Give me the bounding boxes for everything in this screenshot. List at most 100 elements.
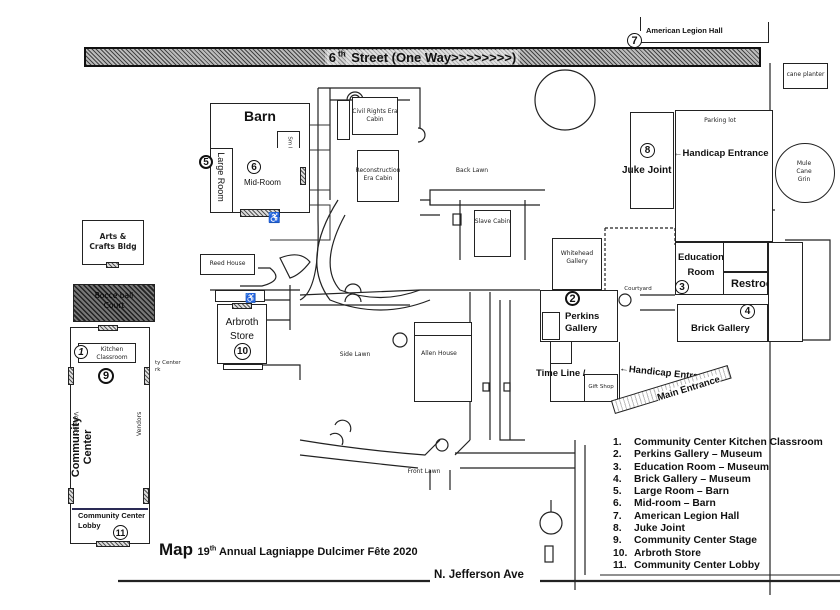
parking-lot[interactable] [675,110,773,242]
legend-number: 1. [613,437,622,448]
restroom-block [723,242,768,272]
cane-label: Cane [796,167,812,175]
slave-cabin[interactable] [474,210,511,257]
arts-crafts-line2: Crafts Bldg [89,241,137,251]
barn-large-room[interactable] [210,148,233,213]
reconstruction-era-cabin[interactable] [357,150,399,202]
juke-joint[interactable] [630,112,674,209]
location-number-9: 9 [98,368,114,384]
legend-number: 5. [613,486,622,498]
brick-gallery-label: Brick Gallery [691,323,750,334]
community-center-side-note: ty Center rk [155,360,185,374]
arbroth-porch [215,290,265,302]
bocce-court-label: Bocce ball Court [73,291,155,311]
slave-cabin-label: Slave Cabin [474,218,511,225]
american-legion-hall[interactable] [640,22,769,43]
allen-house-porch [414,322,472,336]
legend-item: 9. Community Center Stage [613,535,823,547]
legend-item: 8.Juke Joint [613,523,823,535]
bocce-line2: Court [103,300,125,310]
american-legion-hall-label: American Legion Hall [646,26,723,35]
arts-crafts-label: Arts & Crafts Bldg [82,232,144,252]
legend-item: 6.Mid-room – Barn [613,498,823,510]
legend-number: 9. [613,535,622,547]
map-title-main: Map [159,540,193,559]
perkins-gallery-label: Perkins Gallery [565,311,599,335]
location-number-1: 1 [74,345,88,359]
lobby-line2: Lobby [78,521,101,530]
perkins-line1: Perkins [565,311,600,322]
subtitle-pre: 19 [197,546,210,558]
education-room-label: Education Room [678,250,724,280]
legend-item: 10.Arbroth Store [613,548,823,560]
reed-house-label: Reed House [209,260,246,267]
bocce-line1: Bocce ball [94,291,134,300]
front-lawn-label: Front Lawn [407,468,441,475]
community-center-east-door-2 [143,488,149,504]
arts-crafts-building[interactable] [82,220,144,265]
vendors-left-label: Vendors [71,411,79,437]
civil-rights-cabin-label: Civil Rights Era Cabin [352,108,398,123]
legend-text: Mid-room – Barn [634,498,716,510]
vendors-right-label: Vendors [136,411,144,437]
lobby-divider [72,508,148,510]
location-number-4: 4 [740,304,755,319]
bocce-ball-court[interactable] [73,284,155,322]
legend-item: 5.Large Room – Barn [613,486,823,498]
map-title: Map 19th Annual Lagniappe Dulcimer Fête … [159,540,418,560]
side-lawn-label: Side Lawn [339,351,371,358]
legend-number: 7. [613,510,622,522]
east-wing [768,242,803,342]
civil-rights-era-cabin[interactable] [352,97,398,135]
barn-label: Barn [244,108,276,124]
legend-text: American Legion Hall [634,510,740,522]
gift-shop[interactable] [584,374,618,402]
legend-text: Brick Gallery – Museum [634,473,751,485]
arbroth-store-label: Arbroth Store [217,316,267,344]
legend: 1.Community Center Kitchen Classroom 2.P… [613,437,823,572]
barn-side-door [300,167,306,185]
american-legion-hall-edge [640,17,641,31]
reconstruction-cabin-label: Reconstruction Era Cabin [355,167,401,182]
subtitle-sup: th [209,545,217,553]
legend-text: Arbroth Store [634,547,701,559]
barn-mid-room[interactable] [233,148,310,213]
cane-planter-label: cane planter [786,71,825,78]
community-center-lobby-label: Community Center Lobby [78,511,145,531]
community-center[interactable] [70,327,150,544]
mule-label: Mule [796,160,812,167]
restrooms[interactable] [723,272,768,295]
kitchen-line2: Classroom [96,353,128,361]
kitchen-line1: Kitchen [100,346,124,353]
arbroth-line1: Arbroth [225,317,259,328]
grin-label: Grin [797,175,811,183]
location-number-2: 2 [565,291,580,306]
map-subtitle: 19th Annual Lagniappe Dulcimer Fête 2020 [197,545,417,558]
legend-item: 7. American Legion Hall [613,511,823,523]
courtyard-label: Courtyard [624,286,652,292]
community-center-south-door [96,541,130,547]
gift-shop-label: Gift Shop [588,384,614,390]
legend-item: 1.Community Center Kitchen Classroom [613,437,823,449]
brick-gallery[interactable] [677,304,768,342]
cane-planter[interactable] [783,63,828,89]
arbroth-door [232,303,252,309]
n-jefferson-ave-label: N. Jefferson Ave [434,569,524,581]
walkway [299,88,319,301]
mule-cane-grin-label: Mule Cane Grin [790,160,818,183]
mule-cane-grin[interactable] [775,143,835,203]
location-number-7: 7 [627,33,642,48]
large-room-label: Large Room [216,152,226,202]
whitehead-gallery-label: Whitehead Gallery [560,250,594,265]
side-note-line1: ty Center [155,360,181,366]
legend-text: Community Center Stage [634,535,758,547]
lobby-line1: Community Center [78,511,146,520]
reed-house[interactable] [200,254,255,275]
barn-door [240,209,280,217]
whitehead-gallery[interactable] [552,238,602,290]
legend-number: 3. [613,461,622,473]
cabin-porch [337,100,350,140]
perkins-alcove [542,312,560,340]
